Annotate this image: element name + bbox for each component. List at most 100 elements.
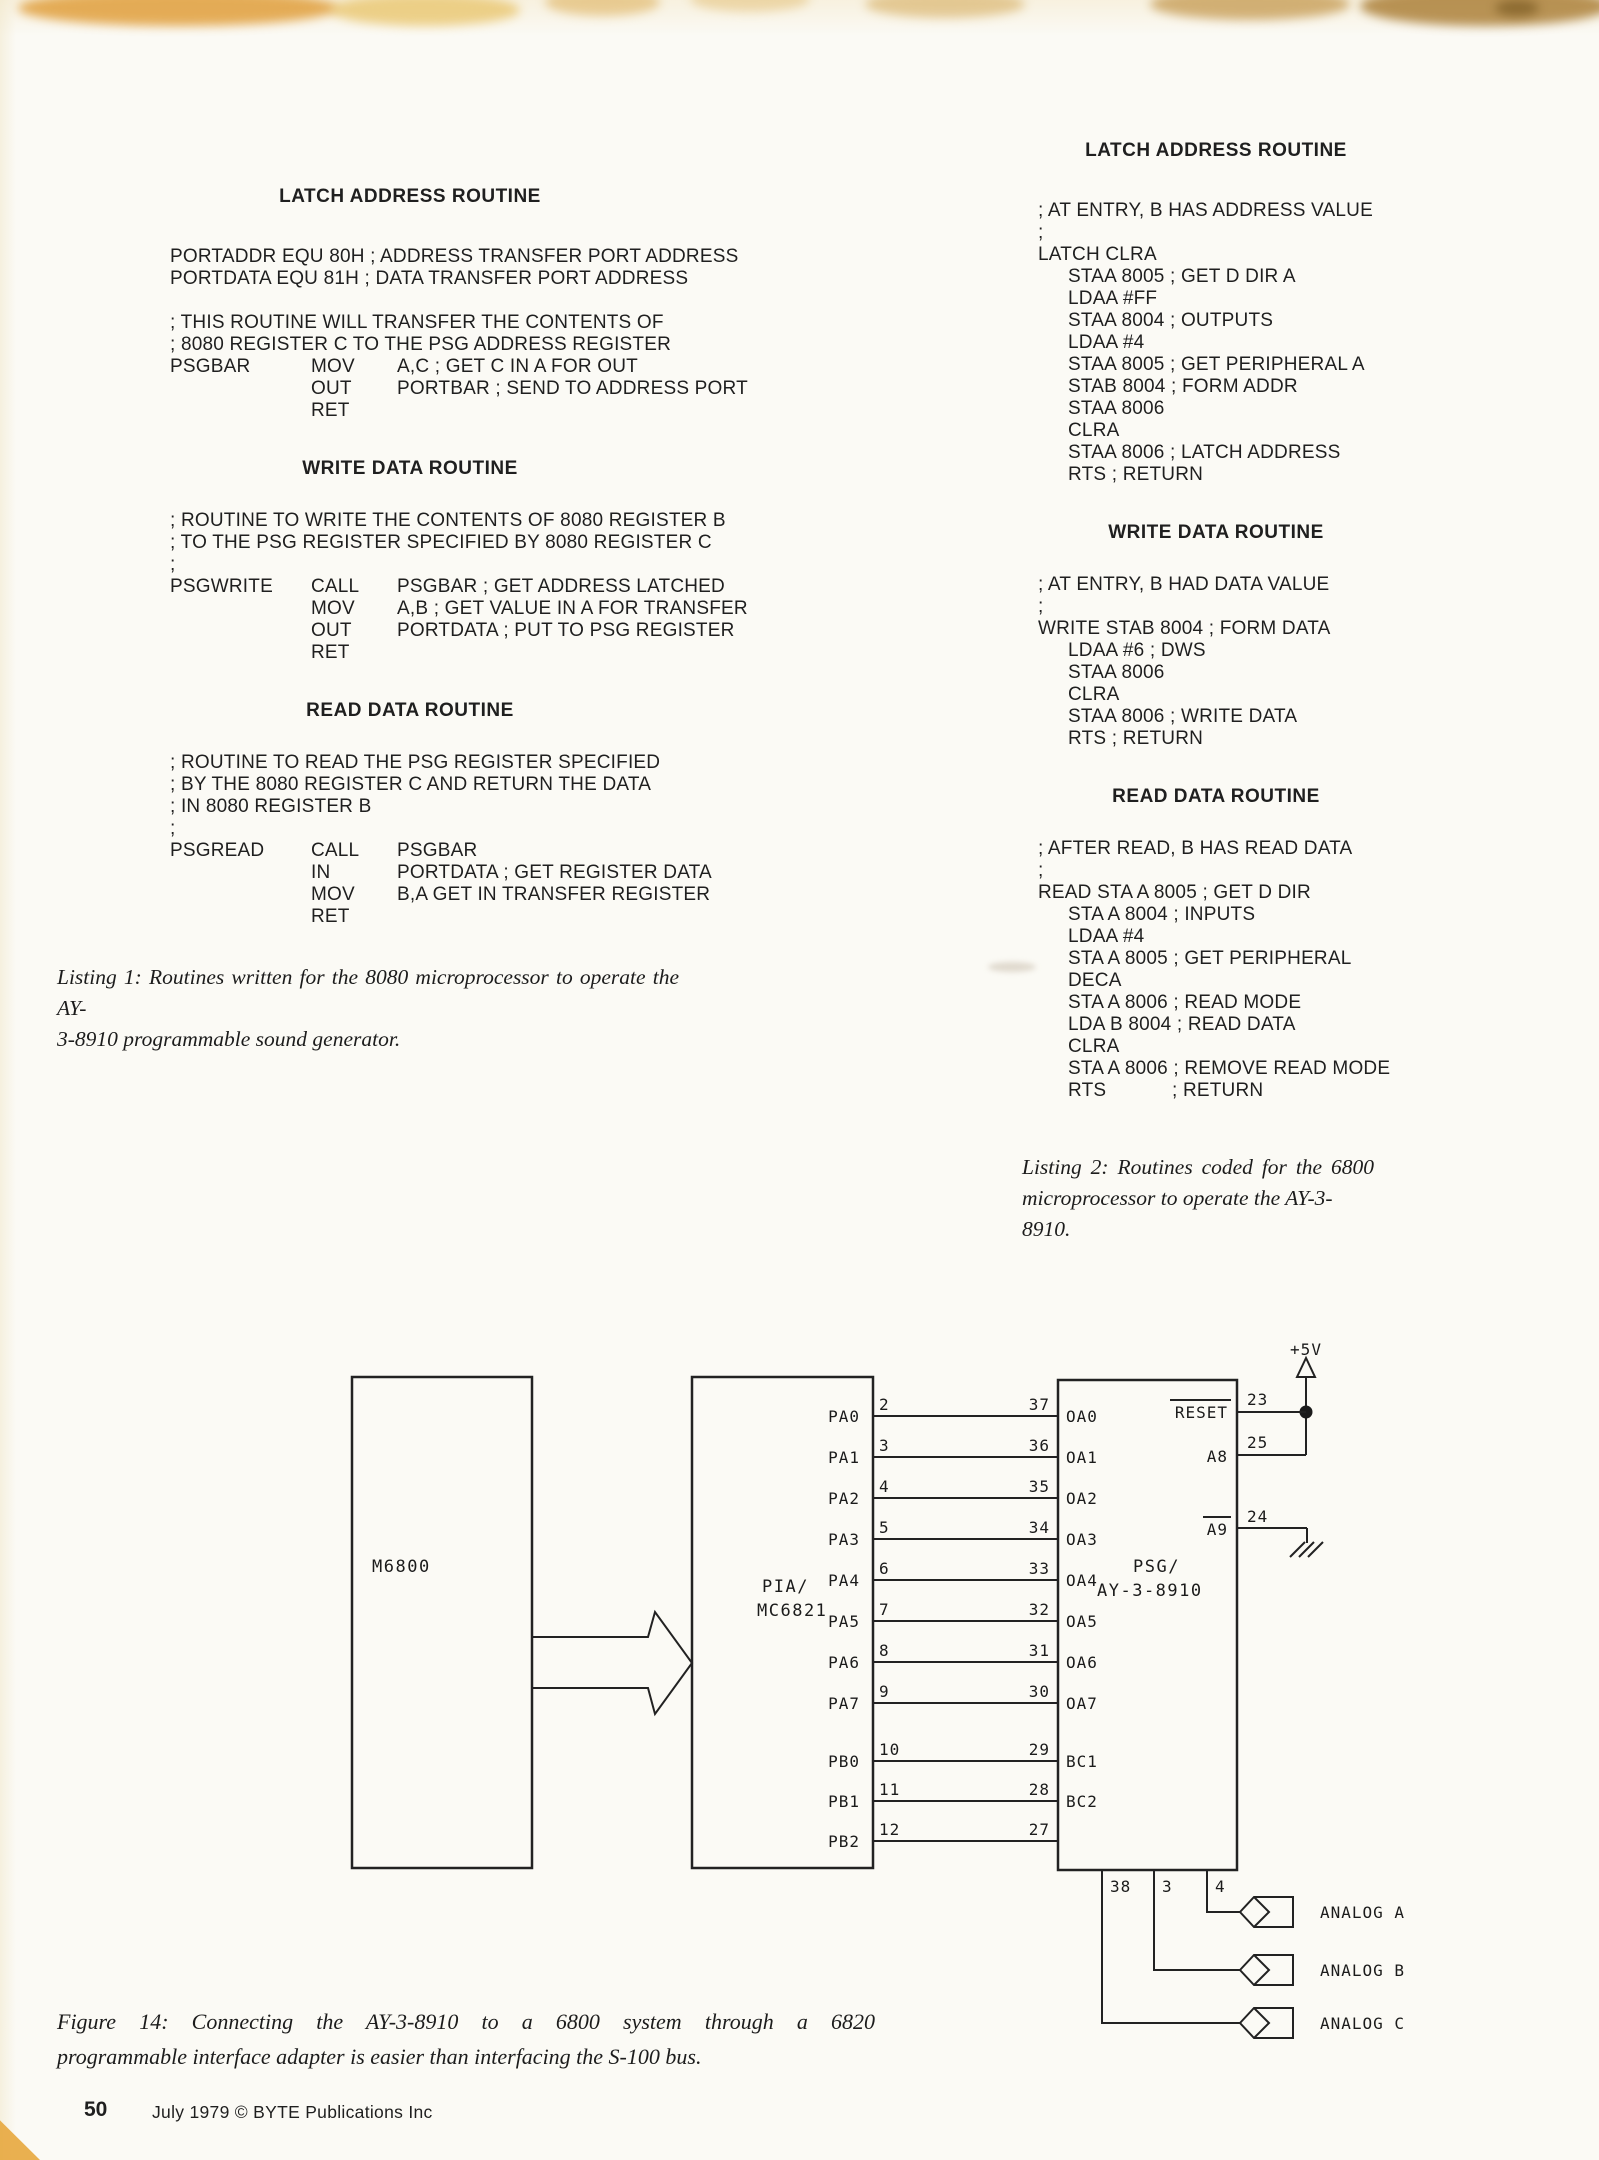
psg-label: PSG/ [1133, 1557, 1180, 1577]
code-field: A,C ; GET C IN A FOR OUT [397, 356, 638, 377]
pin-number: 9 [879, 1682, 890, 1701]
scan-smudge [1150, 0, 1350, 20]
pin-number: 4 [1215, 1877, 1226, 1896]
pia-box [690, 1375, 875, 1870]
code-text: ; [1038, 596, 1044, 617]
pia-label: PIA/ [762, 1577, 809, 1597]
code-line: ; [1038, 860, 1394, 882]
connector-notch-icon [1253, 1954, 1271, 1986]
code-field: PORTDATA ; PUT TO PSG REGISTER [397, 620, 735, 641]
code-line: RTS ; RETURN [1038, 728, 1394, 750]
code-field: MOV [311, 356, 355, 377]
code-field: PORTDATA ; GET REGISTER DATA [397, 862, 712, 883]
scan-smudge [988, 962, 1036, 972]
code-line: RET [170, 400, 650, 422]
pin-number: 32 [1029, 1600, 1050, 1619]
a9-pin-label: A9 [1207, 1520, 1228, 1539]
code-line: STAA 8006 ; LATCH ADDRESS [1038, 442, 1394, 464]
code-text: RTS ; RETURN [1068, 728, 1204, 749]
pia-port-label: PB1 [828, 1792, 860, 1811]
code-line: STA A 8005 ; GET PERIPHERAL [1038, 948, 1394, 970]
connector-notch-icon [1253, 1896, 1271, 1928]
pin38-wire [1101, 1870, 1240, 2024]
analog-a-label: ANALOG A [1320, 1903, 1405, 1922]
code-field: B,A GET IN TRANSFER REGISTER [397, 884, 711, 905]
psg-box [1056, 1378, 1239, 1872]
connector-icon [1238, 1896, 1294, 1928]
code-line: LDAA #4 [1038, 332, 1394, 354]
figure14-caption: Figure 14: Connecting the AY-3-8910 to a… [57, 2004, 875, 2074]
code-line: STA A 8006 ; REMOVE READ MODE [1038, 1058, 1394, 1080]
code-text: STA A 8005 ; GET PERIPHERAL [1068, 948, 1352, 969]
code-line: LDAA #4 [1038, 926, 1394, 948]
code-field: PSGREAD [170, 840, 265, 861]
code-line: IN PORTDATA ; GET REGISTER DATA [170, 862, 712, 884]
code-text: ; [170, 818, 176, 839]
code-section-heading: WRITE DATA ROUTINE [302, 458, 518, 479]
code-text: CLRA [1068, 1036, 1120, 1057]
code-text: ; 8080 REGISTER C TO THE PSG ADDRESS REG… [170, 334, 672, 355]
pin-number: 8 [879, 1641, 890, 1660]
scan-smudge [1495, 0, 1539, 16]
psg-port-label: OA6 [1066, 1653, 1098, 1672]
pin-number: 28 [1029, 1780, 1050, 1799]
code-line: ; AT ENTRY, B HAD DATA VALUE [1038, 574, 1394, 596]
code-line: ; BY THE 8080 REGISTER C AND RETURN THE … [170, 774, 651, 796]
pia-label: MC6821 [757, 1601, 827, 1621]
analog-connectors [1238, 1896, 1294, 2039]
code-field: MOV [311, 884, 355, 905]
pia-port-label: PA5 [828, 1612, 860, 1631]
code-text: READ STA A 8005 ; GET D DIR [1038, 882, 1311, 903]
pin-number: 30 [1029, 1682, 1050, 1701]
code-line: WRITE STAB 8004 ; FORM DATA [1038, 618, 1394, 640]
code-text: CLRA [1068, 420, 1120, 441]
code-text: STAA 8005 ; GET D DIR A [1068, 266, 1296, 287]
code-text: WRITE STAB 8004 ; FORM DATA [1038, 618, 1331, 639]
code-field: IN [311, 862, 331, 883]
code-text: ; [1038, 860, 1044, 881]
psg-port-label: OA7 [1066, 1694, 1098, 1713]
code-text: STAB 8004 ; FORM ADDR [1068, 376, 1298, 397]
psg-port-label: OA2 [1066, 1489, 1098, 1508]
pin-number: 5 [879, 1518, 890, 1537]
code-field: CALL [311, 840, 360, 861]
code-field: PSGBAR ; GET ADDRESS LATCHED [397, 576, 725, 597]
code-line: RET [170, 906, 650, 928]
scan-smudge [545, 0, 660, 16]
code-text: STA A 8006 ; READ MODE [1068, 992, 1302, 1013]
pia-port-label: PA2 [828, 1489, 860, 1508]
pia-port-label: PA3 [828, 1530, 860, 1549]
pin-number: 12 [879, 1820, 900, 1839]
caption-line: Listing 2: Routines coded for the 6800 [1022, 1155, 1374, 1179]
pia-port-label: PB2 [828, 1832, 860, 1851]
scan-smudge [690, 0, 810, 12]
code-line: STA A 8006 ; READ MODE [1038, 992, 1394, 1014]
code-text: ; [170, 554, 176, 575]
code-line: STAA 8006 ; WRITE DATA [1038, 706, 1394, 728]
code-field: OUT [311, 620, 352, 641]
code-line: STAA 8005 ; GET PERIPHERAL A [1038, 354, 1394, 376]
pin-number: 37 [1029, 1395, 1050, 1414]
pin-number: 36 [1029, 1436, 1050, 1455]
pin-number: 3 [1162, 1877, 1173, 1896]
code-text: LATCH CLRA [1038, 244, 1157, 265]
listing1-caption: Listing 1: Routines written for the 8080… [57, 962, 679, 1055]
code-line: ; [170, 818, 650, 840]
pin-number: 2 [879, 1395, 890, 1414]
code-line: LATCH CLRA [1038, 244, 1394, 266]
code-text: ; [1038, 222, 1044, 243]
psg-port-label: BC2 [1066, 1792, 1098, 1811]
connector-notch-icon [1253, 2007, 1271, 2039]
code-line: STAB 8004 ; FORM ADDR [1038, 376, 1394, 398]
connector-icon [1238, 1954, 1294, 1986]
listing2-caption: Listing 2: Routines coded for the 6800 m… [1022, 1152, 1374, 1245]
code-line: ; [1038, 222, 1394, 244]
code-line: STA A 8004 ; INPUTS [1038, 904, 1394, 926]
caption-line: Figure 14: Connecting the AY-3-8910 to a… [57, 2009, 875, 2034]
code-field: PSGBAR [397, 840, 478, 861]
